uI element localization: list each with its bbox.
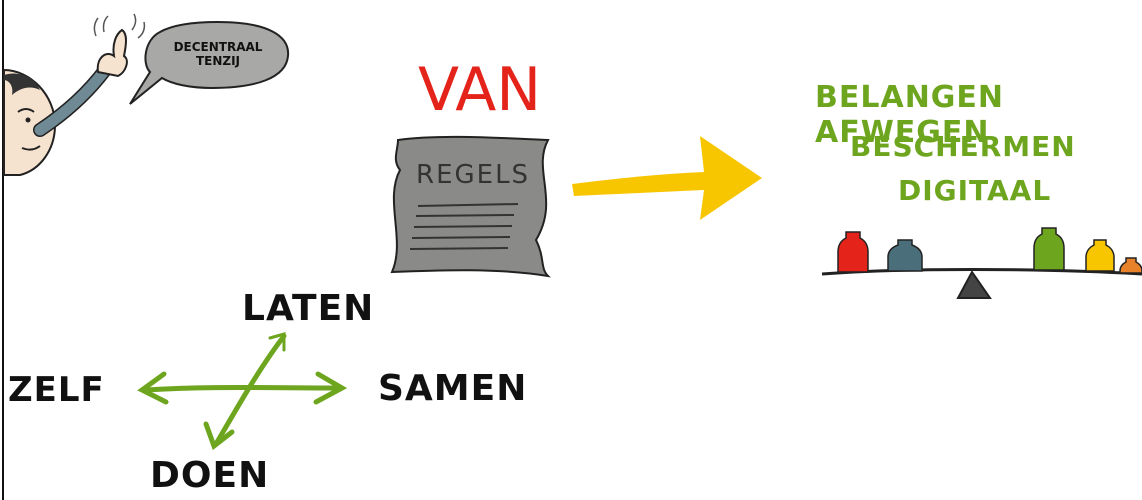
speech-bubble	[129, 20, 290, 105]
cross-arrows-icon	[137, 332, 348, 451]
digitaal-label: DIGITAAL	[898, 174, 1052, 207]
yellow-arrow-icon	[572, 136, 762, 220]
rules-document-icon	[390, 135, 551, 278]
doen-label: DOEN	[150, 455, 270, 496]
zelf-label: ZELF	[8, 370, 105, 410]
left-border-line	[2, 0, 4, 500]
samen-label: SAMEN	[378, 368, 528, 409]
belangen-afwegen-label: BELANGEN AFWEGEN	[815, 80, 1005, 150]
speech-bubble-text: DECENTRAAL TENZIJ	[160, 40, 276, 68]
balance-scale-icon	[821, 227, 1142, 299]
beschermen-label: BESCHERMEN	[850, 130, 1076, 163]
van-label: VAN	[418, 55, 542, 125]
laten-label: LATEN	[242, 288, 375, 329]
person-figure	[3, 13, 146, 176]
regels-label: REGELS	[416, 160, 531, 190]
speech-bubble-line-1: DECENTRAAL	[173, 40, 263, 54]
speech-bubble-line-2: TENZIJ	[195, 54, 241, 68]
